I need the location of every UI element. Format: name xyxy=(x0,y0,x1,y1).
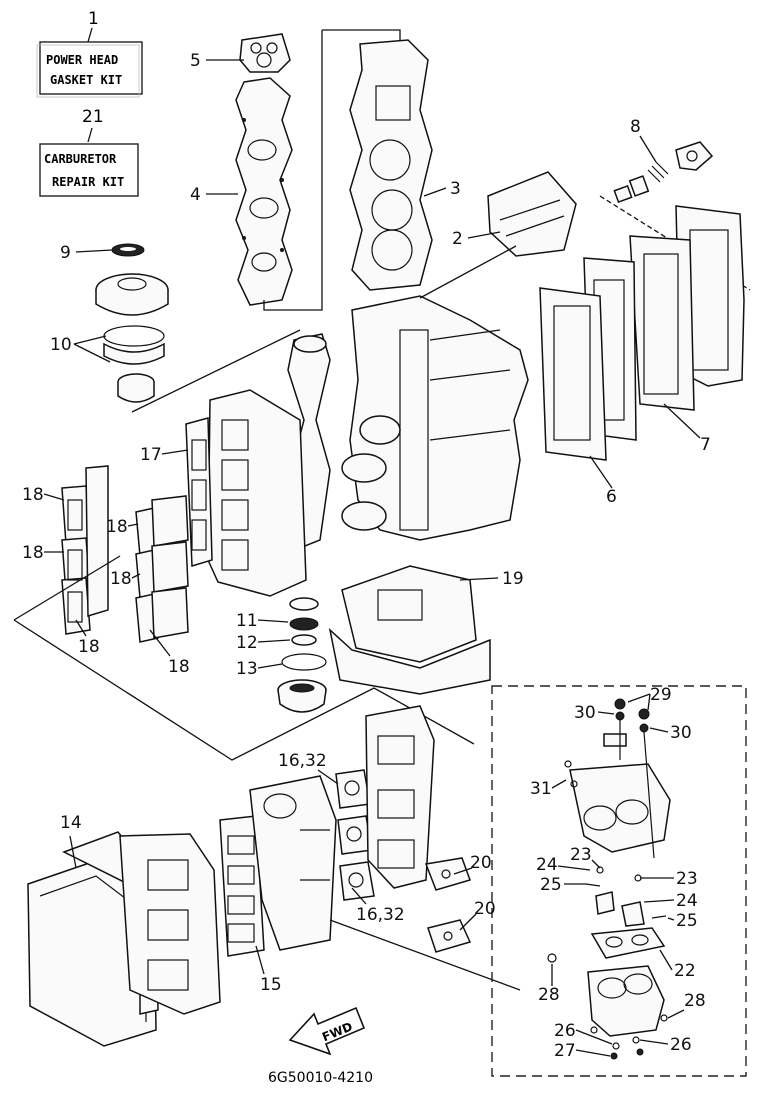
callout-19: 19 xyxy=(502,569,524,589)
kit-line-2: REPAIR KIT xyxy=(52,175,124,189)
callout-8: 8 xyxy=(630,117,641,137)
head-cover xyxy=(487,171,577,257)
cylinder-block xyxy=(341,295,529,541)
forward-arrow: FWD xyxy=(288,1006,366,1056)
kit-line-1: CARBURETOR xyxy=(44,152,117,166)
callout-23-a: 23 xyxy=(570,845,592,865)
callout-18-d: 18 xyxy=(106,517,128,537)
callout-10: 10 xyxy=(50,335,72,355)
callout-25-a: 25 xyxy=(540,875,562,895)
callout-27: 27 xyxy=(554,1041,576,1061)
kit-number-1: 1 xyxy=(88,9,99,29)
callout-30-a: 30 xyxy=(574,703,596,723)
callout-5: 5 xyxy=(190,51,201,71)
exhaust-inner-gasket xyxy=(539,287,607,461)
callout-25-b: 25 xyxy=(676,911,698,931)
lower-bearing-housing xyxy=(277,679,327,713)
callout-3: 3 xyxy=(450,179,461,199)
callout-18-c: 18 xyxy=(78,637,100,657)
carburetor-body-stack xyxy=(365,705,435,889)
lower-oil-seals xyxy=(281,597,327,671)
callout-11: 11 xyxy=(236,611,258,631)
callout-29: 29 xyxy=(650,685,672,705)
callout-18-e: 18 xyxy=(110,569,132,589)
diagram-code: 6G50010-4210 xyxy=(268,1070,373,1086)
base-gasket xyxy=(328,565,491,695)
silencer-body xyxy=(119,833,221,1015)
callout-30-b: 30 xyxy=(670,723,692,743)
crankcase xyxy=(207,389,307,597)
exhaust-cover-gasket xyxy=(235,77,293,306)
callouts: 5 4 3 2 8 9 10 7 6 17 18 18 18 18 18 18 … xyxy=(22,51,711,1061)
power-head-kit-label: 1 POWER HEAD GASKET KIT xyxy=(36,9,143,98)
callout-17: 17 xyxy=(140,445,162,465)
callout-6: 6 xyxy=(606,487,617,507)
callout-28-b: 28 xyxy=(684,991,706,1011)
upper-bearing-housing xyxy=(95,273,169,316)
callout-9: 9 xyxy=(60,243,71,263)
callout-20-b: 20 xyxy=(474,899,496,919)
callout-26-b: 26 xyxy=(670,1035,692,1055)
reed-valve-set-left xyxy=(61,465,109,635)
callout-16-32-a: 16,32 xyxy=(278,751,327,771)
callout-18-f: 18 xyxy=(168,657,190,677)
callout-24-b: 24 xyxy=(676,891,698,911)
callout-13: 13 xyxy=(236,659,258,679)
carburetor-kit-label: 21 CARBURETOR REPAIR KIT xyxy=(39,107,139,197)
callout-4: 4 xyxy=(190,185,201,205)
kit-line-1: POWER HEAD xyxy=(46,53,118,67)
oil-seal xyxy=(111,243,145,257)
callout-16-32-b: 16,32 xyxy=(356,905,405,925)
callout-22: 22 xyxy=(674,961,696,981)
fuel-gaskets xyxy=(424,857,472,953)
o-rings xyxy=(103,325,165,365)
callout-23-b: 23 xyxy=(676,869,698,889)
kit-line-2: GASKET KIT xyxy=(50,73,122,87)
callout-31: 31 xyxy=(530,779,552,799)
callout-2: 2 xyxy=(452,229,463,249)
callout-15: 15 xyxy=(260,975,282,995)
callout-12: 12 xyxy=(236,633,258,653)
head-cover-gasket xyxy=(239,33,291,73)
thermostat-parts xyxy=(613,141,714,203)
callout-20-a: 20 xyxy=(470,853,492,873)
callout-7: 7 xyxy=(700,435,711,455)
crankcase-gasket xyxy=(185,417,213,567)
intake-manifold xyxy=(249,775,337,951)
callout-18-a: 18 xyxy=(22,485,44,505)
carburetor-gaskets xyxy=(335,769,375,901)
exhaust-cover-gasket-outer xyxy=(629,235,695,411)
bearing-sleeve xyxy=(117,373,155,403)
kit-number-21: 21 xyxy=(82,107,104,127)
cylinder-head-gasket xyxy=(349,39,433,291)
callout-28-a: 28 xyxy=(538,985,560,1005)
callout-18-b: 18 xyxy=(22,543,44,563)
reed-valve-set-right xyxy=(135,495,189,643)
callout-14: 14 xyxy=(60,813,82,833)
callout-24-a: 24 xyxy=(536,855,558,875)
callout-26-a: 26 xyxy=(554,1021,576,1041)
intake-gasket xyxy=(219,815,265,957)
carburetor-detail-box xyxy=(491,685,747,1077)
